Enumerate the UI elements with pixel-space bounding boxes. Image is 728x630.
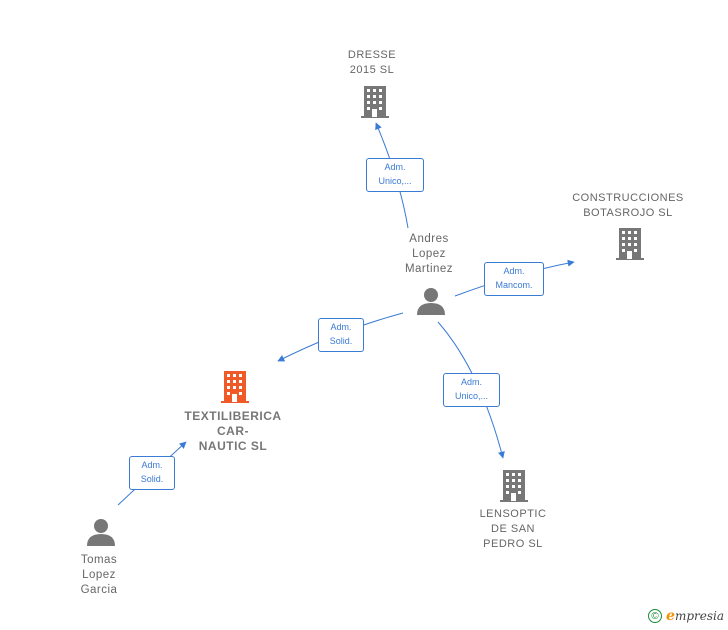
company-label-dresse[interactable]: DRESSE 2015 SL (347, 49, 397, 76)
building-icon[interactable] (616, 228, 644, 260)
edge-label-andres-textiliberica[interactable]: Adm. Solid. (318, 318, 364, 352)
company-label-construcciones[interactable]: CONSTRUCCIONES BOTASROJO SL (572, 192, 684, 219)
building-icon[interactable] (500, 470, 528, 502)
person-label-tomas[interactable]: Tomas Lopez Garcia (80, 554, 118, 596)
brand-logo: empresia (666, 608, 724, 624)
edge-label-tomas-textiliberica[interactable]: Adm. Solid. (129, 456, 175, 490)
building-icon[interactable] (361, 86, 389, 118)
person-icon[interactable] (417, 288, 445, 315)
edge-label-andres-dresse[interactable]: Adm. Unico,... (366, 158, 424, 192)
person-label-andres[interactable]: Andres Lopez Martinez (404, 233, 454, 275)
company-label-textiliberica[interactable]: TEXTILIBERICA CAR- NAUTIC SL (184, 409, 282, 453)
building-icon[interactable] (221, 371, 249, 403)
edge-label-andres-lensoptic[interactable]: Adm. Unico,... (443, 373, 500, 407)
brand-watermark: © empresia (648, 608, 724, 624)
edge-label-andres-construcciones[interactable]: Adm. Mancom. (484, 262, 544, 296)
copyright-symbol: © (648, 609, 663, 623)
company-label-lensoptic[interactable]: LENSOPTIC DE SAN PEDRO SL (479, 508, 547, 550)
person-icon[interactable] (87, 519, 115, 546)
